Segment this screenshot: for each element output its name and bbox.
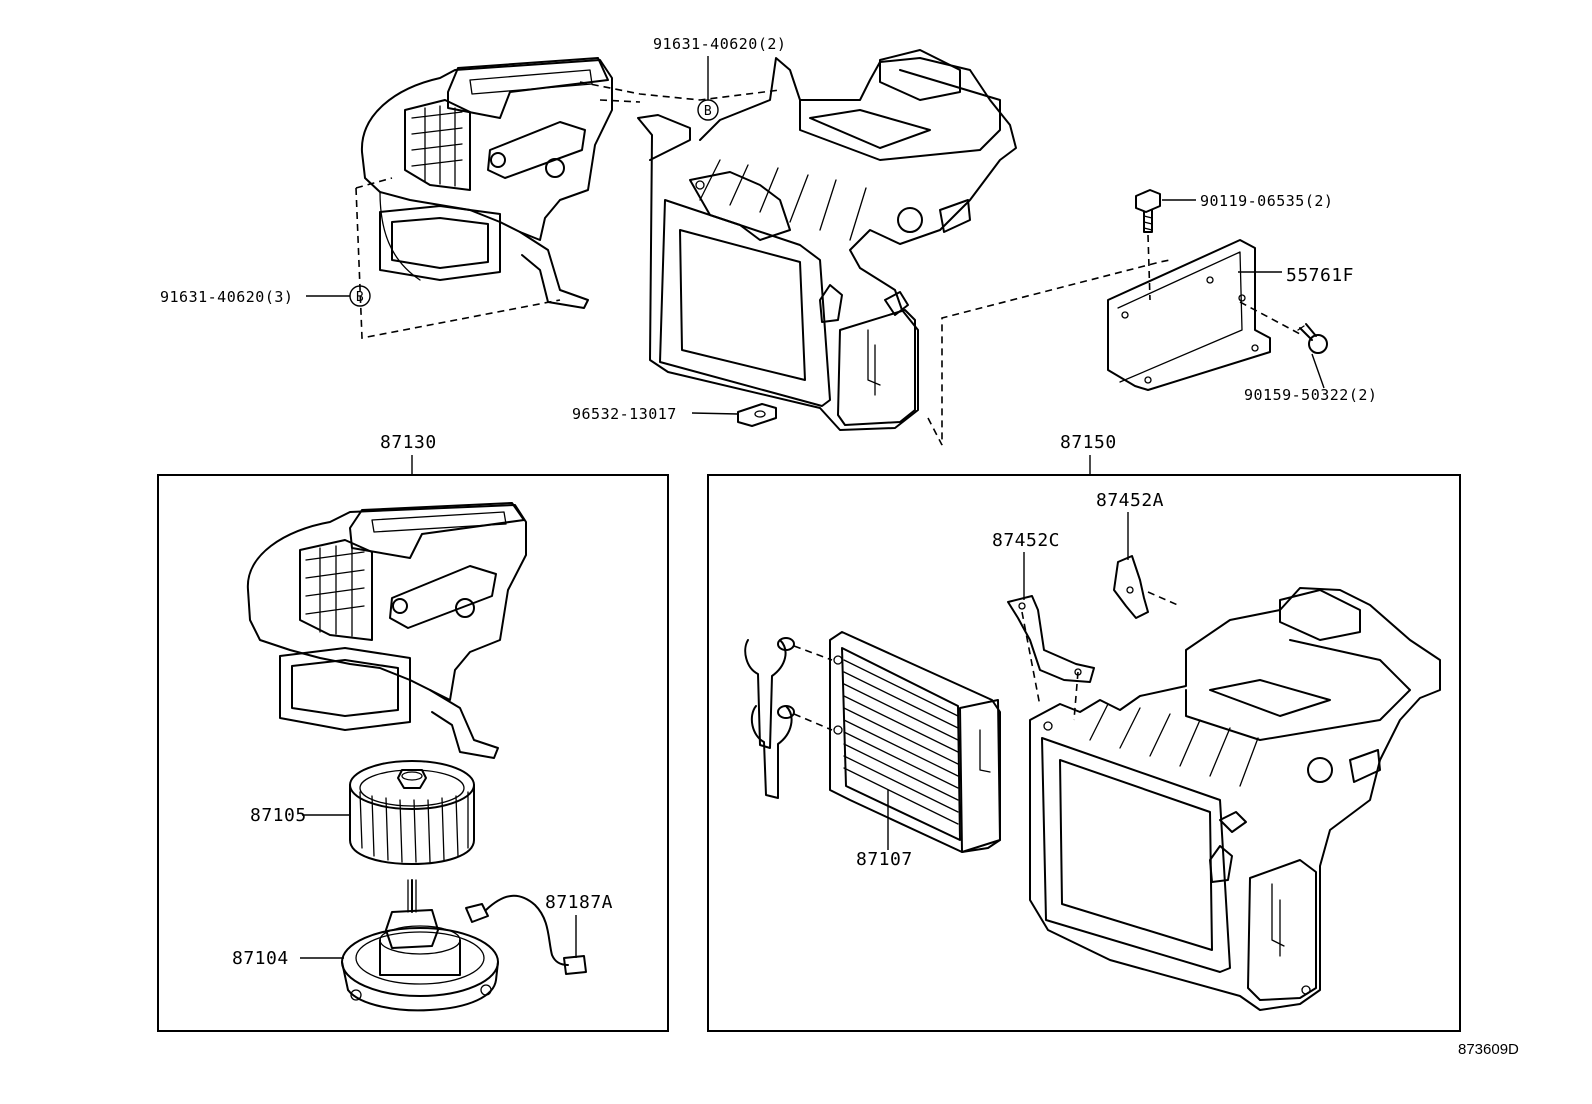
label-bracket: 55761F bbox=[1286, 265, 1354, 286]
label-clamp-c: 87452C bbox=[992, 530, 1060, 551]
bolt-part bbox=[1135, 189, 1161, 233]
heater-assembly-frame bbox=[707, 474, 1461, 1032]
heater-hoses bbox=[744, 637, 833, 799]
heater-case-lower bbox=[1029, 587, 1441, 1011]
blower-assembly-frame bbox=[157, 474, 669, 1032]
blower-housing-lower bbox=[246, 502, 527, 759]
fan-part bbox=[349, 760, 475, 865]
label-wire: 87187A bbox=[545, 892, 613, 913]
wire-harness-part bbox=[465, 894, 587, 975]
bracket-part bbox=[1107, 239, 1271, 391]
motor-part bbox=[341, 879, 499, 1012]
label-motor: 87104 bbox=[232, 948, 289, 969]
label-grommet: 96532-13017 bbox=[572, 405, 677, 423]
ref-mark-top-text: B bbox=[704, 104, 712, 119]
screw-part bbox=[1297, 323, 1328, 354]
dashed-leaders-top bbox=[355, 81, 1301, 446]
label-blower-assembly: 87130 bbox=[380, 432, 437, 453]
label-clip-left: 91631-40620(3) bbox=[160, 288, 293, 306]
ref-mark-left: B bbox=[349, 285, 371, 307]
dashed-leaders-lower bbox=[1021, 611, 1079, 721]
label-fan: 87105 bbox=[250, 805, 307, 826]
label-screw: 90159-50322(2) bbox=[1244, 386, 1377, 404]
label-clip-top: 91631-40620(2) bbox=[653, 35, 786, 53]
diagram-number: 873609D bbox=[1458, 1041, 1519, 1058]
heater-core-part bbox=[829, 631, 1001, 853]
blower-housing-upper bbox=[360, 57, 613, 309]
grommet-part bbox=[737, 403, 777, 427]
clamp-a-part bbox=[1113, 555, 1181, 619]
label-clamp-a: 87452A bbox=[1096, 490, 1164, 511]
label-heater-assembly: 87150 bbox=[1060, 432, 1117, 453]
label-heater-core: 87107 bbox=[856, 849, 913, 870]
heater-case-upper bbox=[637, 49, 1017, 431]
label-bolt: 90119-06535(2) bbox=[1200, 192, 1333, 210]
clamp-c-part bbox=[1007, 595, 1095, 683]
leader-lines bbox=[300, 56, 1325, 959]
ref-mark-left-text: B bbox=[356, 290, 364, 305]
ref-mark-top: B bbox=[697, 99, 719, 121]
